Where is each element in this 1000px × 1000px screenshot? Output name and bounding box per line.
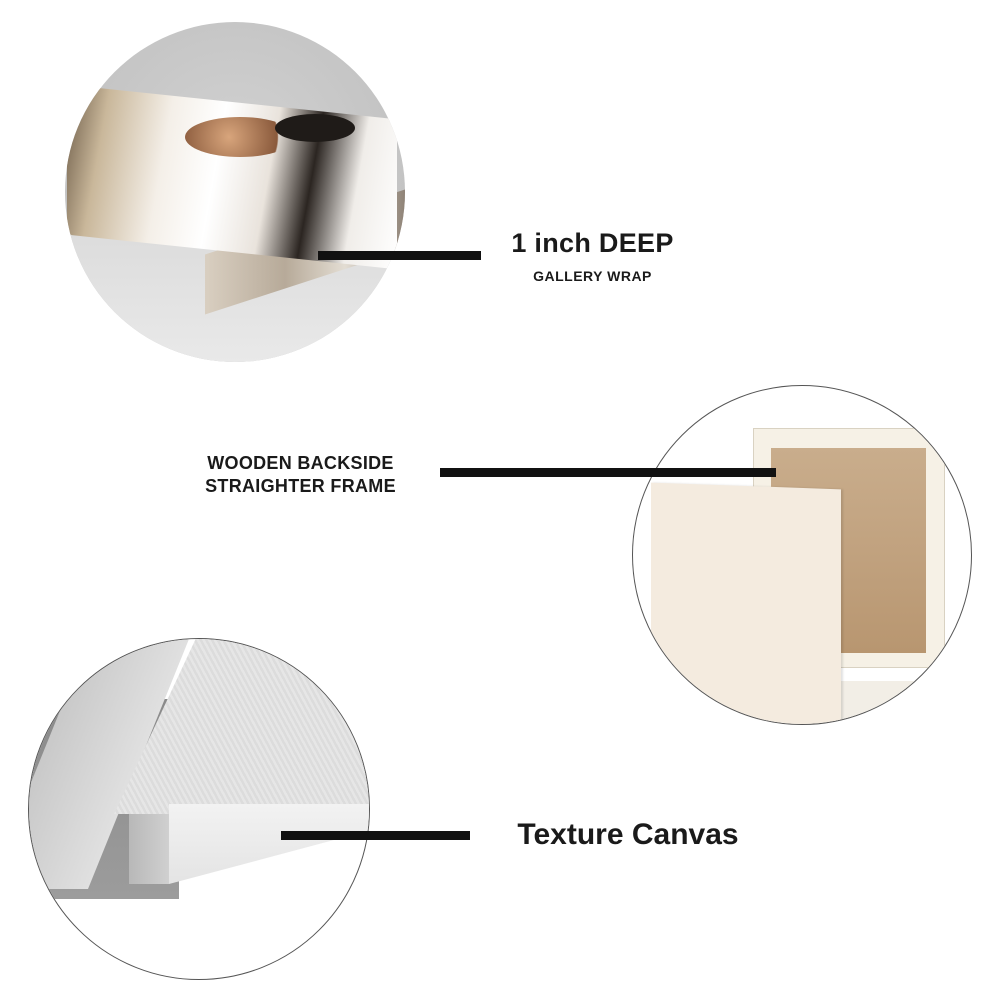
texture-canvas-title: Texture Canvas — [517, 818, 739, 851]
leader-line-gallery-wrap — [318, 251, 481, 260]
gallery-wrap-title: 1 inch DEEP — [511, 228, 674, 258]
leader-line-texture-canvas — [281, 831, 470, 840]
inner-wood-frame — [129, 804, 169, 884]
canvas-front-edge — [169, 804, 369, 884]
leader-line-wooden-backside — [440, 468, 776, 477]
wooden-backside-image — [632, 385, 972, 725]
canvas-front-panel — [651, 482, 841, 724]
floor-surface — [833, 681, 971, 724]
photo-subject-man — [275, 114, 355, 142]
gallery-wrap-image — [65, 22, 405, 362]
wooden-backside-title: WOODEN BACKSIDE STRAIGHTER FRAME — [178, 452, 423, 498]
wooden-backside-line2: STRAIGHTER FRAME — [205, 476, 396, 496]
gallery-wrap-subtitle: GALLERY WRAP — [533, 268, 652, 284]
texture-canvas-image — [28, 638, 370, 980]
wooden-backside-line1: WOODEN BACKSIDE — [207, 453, 394, 473]
